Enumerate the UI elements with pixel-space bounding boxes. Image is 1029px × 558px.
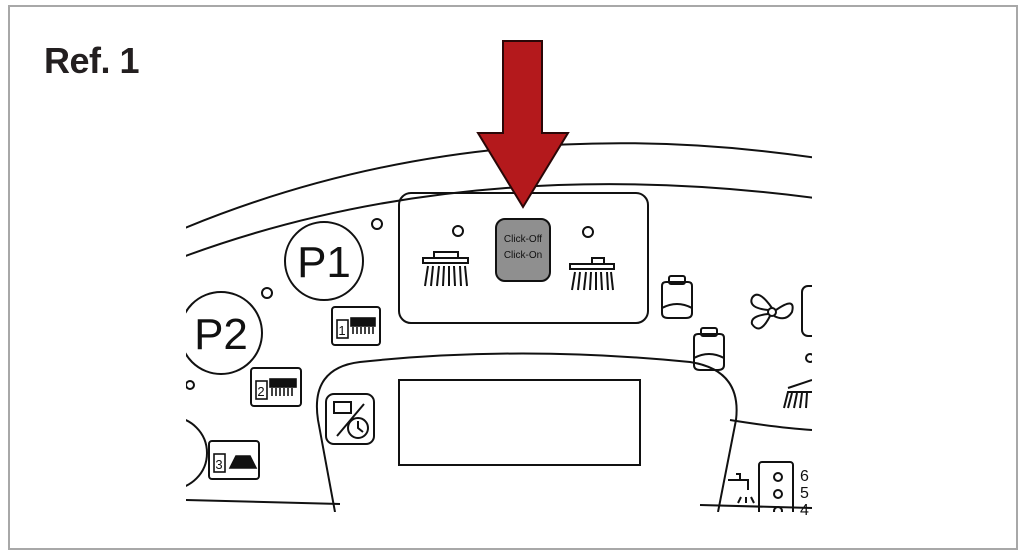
display-screen [398, 379, 641, 466]
figure-title: Ref. 1 [44, 40, 140, 81]
level-5-label: 5 [800, 485, 809, 502]
preset-1-number: 1 [338, 323, 345, 338]
display-housing [315, 352, 738, 512]
dashboard-lower-edge [186, 499, 341, 505]
p1-label: P1 [297, 238, 351, 287]
p2-button[interactable] [180, 291, 263, 375]
p1-button[interactable] [284, 221, 364, 301]
indicator-light [371, 218, 383, 230]
brush-up-icon [569, 257, 615, 291]
side-brush-icon [783, 379, 812, 409]
p3-button[interactable] [135, 417, 208, 489]
preset-3-number: 3 [215, 457, 222, 472]
brush-preset-2-icon[interactable] [250, 367, 302, 407]
detergent-tank-icon[interactable] [693, 333, 725, 371]
brush-preset-1-icon[interactable] [331, 306, 381, 346]
dashboard-inner-arc [186, 183, 812, 257]
switch-off-label: Click-Off [504, 234, 542, 245]
pointer-arrow [476, 40, 570, 209]
brush-down-icon [422, 251, 469, 287]
brush-preset-3-icon[interactable] [208, 440, 260, 480]
switch-on-label: Click-On [504, 250, 542, 261]
level-4-label: 4 [800, 502, 809, 519]
clock-battery-icon[interactable] [325, 393, 375, 445]
indicator-light [582, 226, 594, 238]
fan-icon[interactable] [750, 293, 794, 330]
p2-label: P2 [194, 310, 248, 359]
indicator-light [261, 287, 273, 299]
brush-toggle-switch[interactable] [495, 218, 551, 282]
water-tank-icon[interactable] [661, 281, 693, 319]
preset-2-number: 2 [257, 384, 264, 399]
level-indicator [758, 461, 794, 512]
indicator-light [452, 225, 464, 237]
level-6-label: 6 [800, 468, 809, 485]
faucet-icon [728, 473, 755, 504]
